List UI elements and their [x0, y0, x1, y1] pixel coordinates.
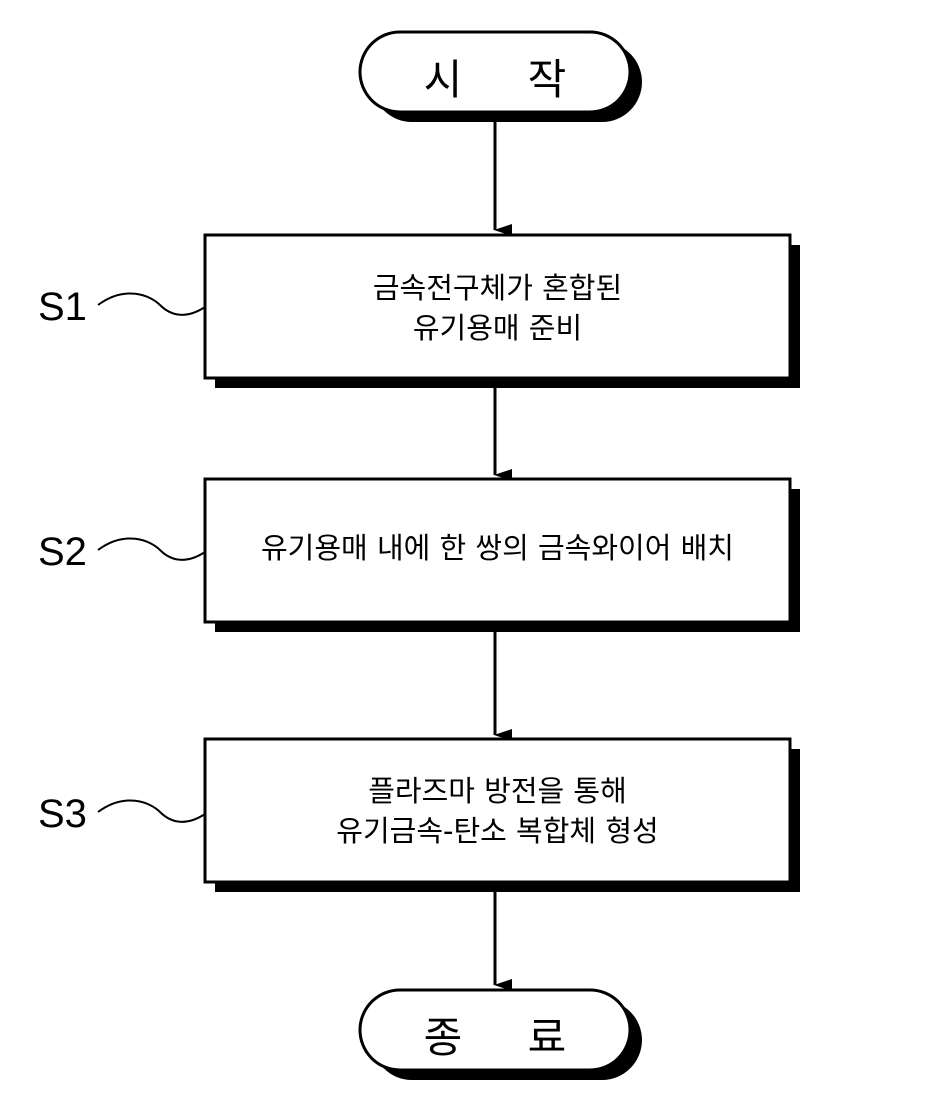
end-terminal — [358, 988, 642, 1080]
step-label-s1: S1 — [38, 285, 87, 329]
step-box-s2 — [203, 477, 800, 632]
step-text-s1: 금속전구체가 혼합된 유기용매 준비 — [372, 271, 623, 345]
step-text-s3: 플라즈마 방전을 통해 유기금속-탄소 복합체 형성 — [336, 774, 659, 848]
step-label-s2: S2 — [38, 530, 87, 574]
step-box-s1 — [203, 233, 800, 388]
leader-line-s1 — [97, 292, 206, 316]
leader-line-s2 — [97, 537, 206, 561]
step-label-s3: S3 — [38, 792, 87, 836]
step-box-s3 — [203, 737, 800, 892]
leader-line-s3 — [97, 799, 206, 823]
end-label: 종 료 — [423, 1013, 593, 1062]
step-text-s2: 유기용매 내에 한 쌍의 금속와이어 배치 — [261, 531, 734, 565]
start-label: 시 작 — [423, 55, 593, 104]
